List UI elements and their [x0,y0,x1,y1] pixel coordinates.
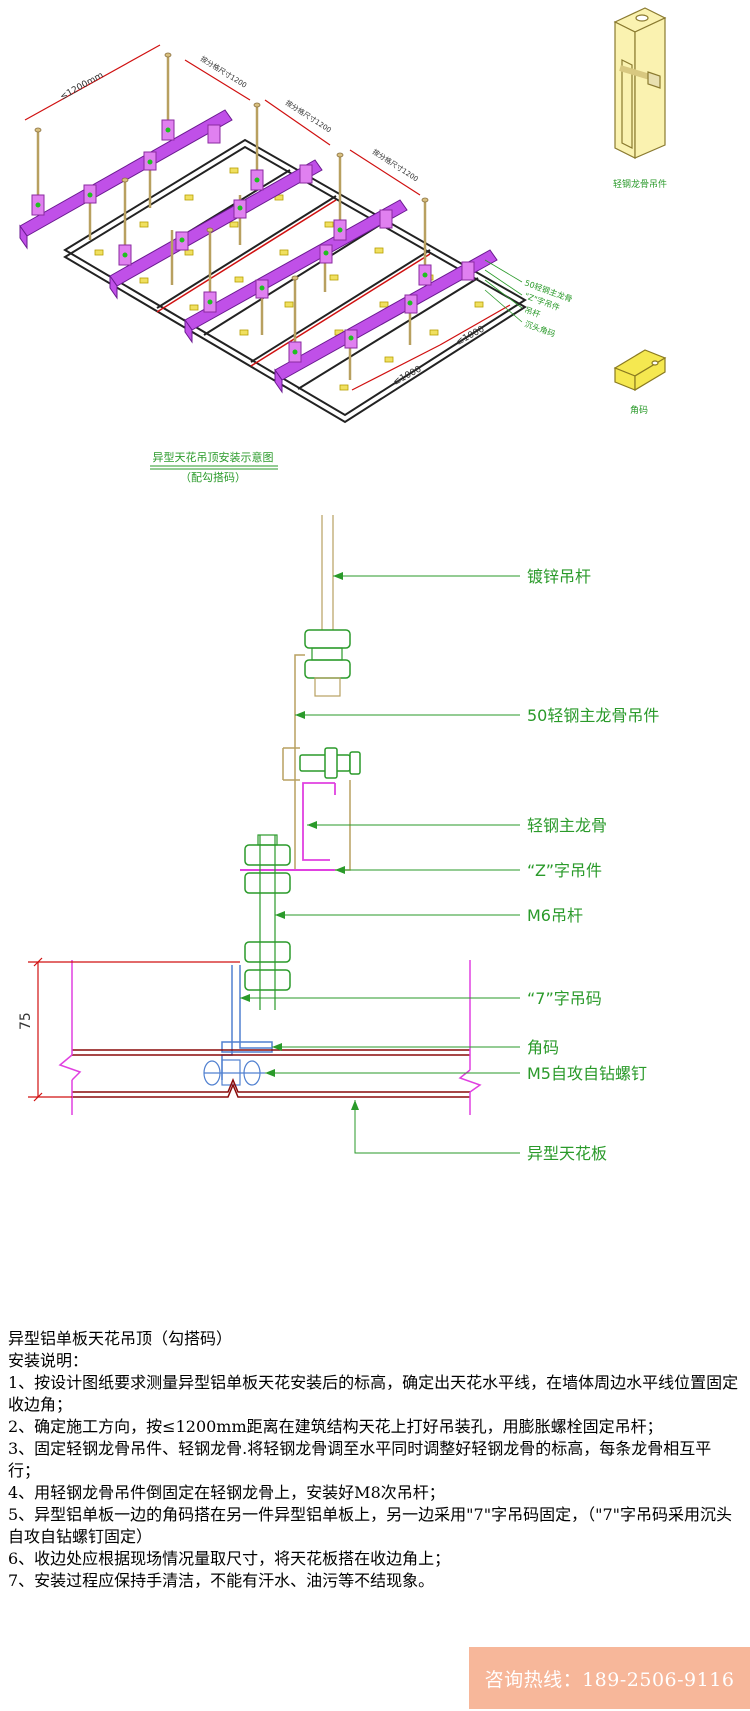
leader-lines [240,575,520,1154]
dimension-lines [24,44,511,391]
section-diagram: 75 镀锌吊杆 50轻钢主龙骨吊件 轻钢主龙骨 “Z”字吊件 M6吊杆 “7”字… [18,515,659,1163]
installation-instructions: 异型铝单板天花吊顶（勾搭码） 安装说明： 1、按设计图纸要求测量异型铝单板天花安… [8,1328,743,1592]
dim-1200: ≤1200mm [59,71,106,103]
step-5: 5、异型铝单板一边的角码搭在另一件异型铝单板上，另一边采用"7"字吊码固定，（"… [8,1505,732,1546]
angle-part-icon [613,349,667,392]
main-runners [19,109,498,394]
step-1: 1、按设计图纸要求测量异型铝单板天花安装后的标高，确定出天花水平线，在墙体周边水… [8,1373,739,1414]
step-7: 7、安装过程应保持手清洁，不能有汗水、油污等不结现象。 [8,1571,435,1590]
dim-grid-2: 按分格尺寸1200 [284,98,333,134]
ceiling-panel-section [72,1049,470,1098]
callout-rod: 吊杆 [523,304,541,319]
dim-75: 75 [18,1012,34,1030]
label-z-hanger: “Z”字吊件 [527,861,602,880]
angle-part-label: 角码 [630,404,648,416]
label-main-runner: 轻钢主龙骨 [527,816,607,835]
label-m6-rod: M6吊杆 [527,906,583,925]
iso-diagram: ≤1200mm 按分格尺寸1200 按分格尺寸1200 按分格尺寸1200 ≤1… [19,7,667,484]
step-4: 4、用轻钢龙骨吊件倒固定在轻钢龙骨上，安装好M8次吊杆； [8,1483,445,1502]
label-seven-clip: “7”字吊码 [527,989,602,1008]
instructions-subtitle: 安装说明： [8,1351,89,1370]
label-galvanized-rod: 镀锌吊杆 [527,567,591,586]
dim-grid-3: 按分格尺寸1200 [371,147,420,183]
main-runner-section [302,782,336,861]
instructions-title: 异型铝单板天花吊顶（勾搭码） [8,1329,233,1348]
label-ceiling-panel: 异型天花板 [527,1144,607,1163]
label-screw: M5自攻自钻螺钉 [527,1064,647,1083]
hanger-clips [31,119,475,363]
galvanized-rod [321,515,334,635]
callout-angle: 沉头角码 [523,318,556,338]
iso-title: 异型天花吊顶安装示意图 [153,450,274,464]
step-3: 3、固定轻钢龙骨吊件、轻钢龙骨.将轻钢龙骨调至水平同时调整好轻钢龙骨的标高，每条… [8,1439,712,1480]
step-6: 6、收边处应根据现场情况量取尺寸，将天花板搭在收边角上； [8,1549,451,1568]
hanger-part-label: 轻钢龙骨吊件 [613,178,667,190]
hanger-part-icon [613,7,667,159]
hotline-banner[interactable]: 咨询热线：189-2506-9116 [469,1647,750,1709]
label-angle: 角码 [527,1038,559,1057]
label-main-runner-hanger: 50轻钢主龙骨吊件 [527,706,659,725]
m5-screw [203,1059,265,1086]
iso-subtitle: （配勾搭码） [180,471,246,484]
step-2: 2、确定施工方向，按≤1200mm距离在建筑结构天花上打好吊装孔，用膨胀螺栓固定… [8,1417,663,1436]
